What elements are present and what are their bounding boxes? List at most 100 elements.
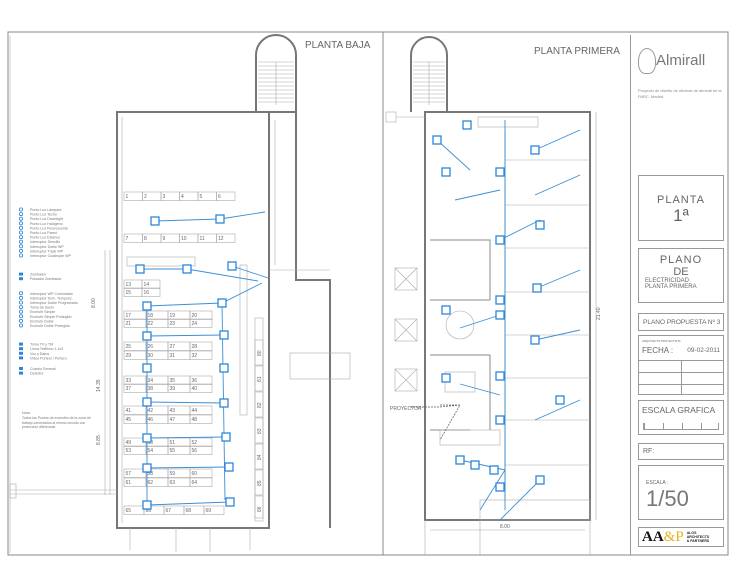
desk-number: 5 xyxy=(200,194,203,200)
circuit-wire xyxy=(436,139,471,171)
circuit-wire xyxy=(146,436,227,439)
legend-item: Enchufe Doble xyxy=(30,319,54,323)
desk-number: 25 xyxy=(126,344,132,350)
desk-number: 27 xyxy=(170,344,176,350)
dimension-label: 21.40 xyxy=(596,307,602,320)
desk-number: 11 xyxy=(200,236,205,242)
desk xyxy=(189,477,213,487)
date-label: FECHA : xyxy=(642,346,674,355)
side-desk-number: 86 xyxy=(257,506,263,512)
light-fixture-icon xyxy=(135,264,145,274)
legend-item: Interruptor Cuádruple WP xyxy=(30,254,72,258)
dimension-label: 8.00 xyxy=(500,524,510,530)
legend-symbol-icon xyxy=(18,318,23,323)
stair-ground xyxy=(255,34,297,112)
legend-item: Toma de Suelo xyxy=(30,306,54,310)
dimension-label: 8.85 xyxy=(96,435,102,445)
desk-number: 14 xyxy=(144,282,150,288)
desk-number: 32 xyxy=(192,353,198,359)
desk-number: 48 xyxy=(192,417,198,423)
legend-symbol-icon xyxy=(18,221,23,226)
desk-number: 59 xyxy=(170,471,176,477)
legend-item: Voz y Datos xyxy=(30,352,49,356)
plano-line: PLANO xyxy=(659,254,703,266)
light-fixture-icon xyxy=(224,462,234,472)
light-fixture-icon xyxy=(150,216,160,226)
desk xyxy=(189,350,213,360)
light-fixture-icon xyxy=(432,135,442,145)
desk-number: 56 xyxy=(192,448,198,454)
side-desk-number: 80 xyxy=(257,350,263,356)
light-fixture-icon xyxy=(495,371,505,381)
legend-item: Pulsador Zumbador xyxy=(30,277,62,281)
circuit-wire xyxy=(499,479,541,521)
projector-label: PROYECTOR xyxy=(390,406,422,412)
circuit-wire xyxy=(459,314,501,329)
light-fixture-icon xyxy=(495,235,505,245)
desk-number: 35 xyxy=(170,378,176,384)
legend-symbol-icon xyxy=(18,314,23,319)
legend-item: Interruptor Doble Programado xyxy=(30,301,78,305)
light-fixture-icon xyxy=(219,398,229,408)
desk-number: 60 xyxy=(192,471,198,477)
desk xyxy=(189,341,213,351)
desk-number: 43 xyxy=(170,408,176,414)
desk-number: 51 xyxy=(170,440,176,446)
desk xyxy=(141,279,161,289)
desk xyxy=(189,468,213,478)
date-caption: ARQUITECTO PROYECTISTA xyxy=(642,339,681,343)
desk-number: 62 xyxy=(148,480,154,486)
light-fixture-icon xyxy=(142,463,152,473)
desk-number: 68 xyxy=(186,508,192,514)
legend-symbol-icon xyxy=(18,230,23,235)
desk xyxy=(189,405,213,415)
light-fixture-icon xyxy=(495,167,505,177)
legend-symbol-icon xyxy=(18,305,23,310)
lighting-circuits xyxy=(140,120,581,521)
circuit-wire xyxy=(231,265,269,279)
legend-item: Zumbador xyxy=(30,273,47,277)
desk-number: 16 xyxy=(144,290,150,296)
light-fixture-icon xyxy=(535,475,545,485)
desk xyxy=(189,318,213,328)
dimension-label: 8.00 xyxy=(91,298,97,308)
title-block xyxy=(630,35,728,555)
legend-item: Cuadro General xyxy=(30,367,56,371)
desk-number: 63 xyxy=(170,480,176,486)
planta-box: PLANTA 1ª xyxy=(638,175,724,241)
desk-number: 61 xyxy=(126,480,132,486)
rf-box: RF: xyxy=(638,443,724,460)
circuit-wire xyxy=(534,174,581,196)
desk-number: 19 xyxy=(170,313,176,319)
legend-note-title: Nota: xyxy=(22,411,31,415)
desk-number: 46 xyxy=(148,417,154,423)
circuit-wire xyxy=(146,501,231,506)
desk-number: 57 xyxy=(126,471,132,477)
desk xyxy=(189,437,213,447)
legend-symbol-icon xyxy=(18,295,23,300)
circuit-wire xyxy=(499,219,541,241)
light-fixture-icon xyxy=(182,264,192,274)
legend-item: Interruptor Doble WP xyxy=(30,245,64,249)
circuit-wire xyxy=(536,269,581,289)
side-desk-number: 82 xyxy=(257,402,263,408)
ground-floor-title: PLANTA BAJA xyxy=(305,40,371,51)
legend-item: Enchufe Simple Protegido xyxy=(30,315,72,319)
light-fixture-icon xyxy=(219,330,229,340)
proposal-box: PLANO PROPUESTA Nº 3 xyxy=(638,313,724,331)
desk-number: 33 xyxy=(126,378,132,384)
legend-symbol-icon xyxy=(18,300,23,305)
desk-number: 64 xyxy=(192,480,198,486)
desk-number: 3 xyxy=(163,194,166,200)
desk-number: 17 xyxy=(126,313,132,319)
light-fixture-icon xyxy=(227,261,237,271)
circuit-wire xyxy=(146,334,225,337)
proposal-label: PLANO PROPUESTA Nº 3 xyxy=(643,319,721,326)
light-fixture-icon xyxy=(495,415,505,425)
legend-item: Punto Luz Lámpara xyxy=(30,208,61,212)
light-fixture-icon xyxy=(142,500,152,510)
desk-number: 66 xyxy=(146,508,152,514)
desk-number: 67 xyxy=(166,508,172,514)
legend-item: Enchufe Doble Protegido xyxy=(30,324,70,328)
